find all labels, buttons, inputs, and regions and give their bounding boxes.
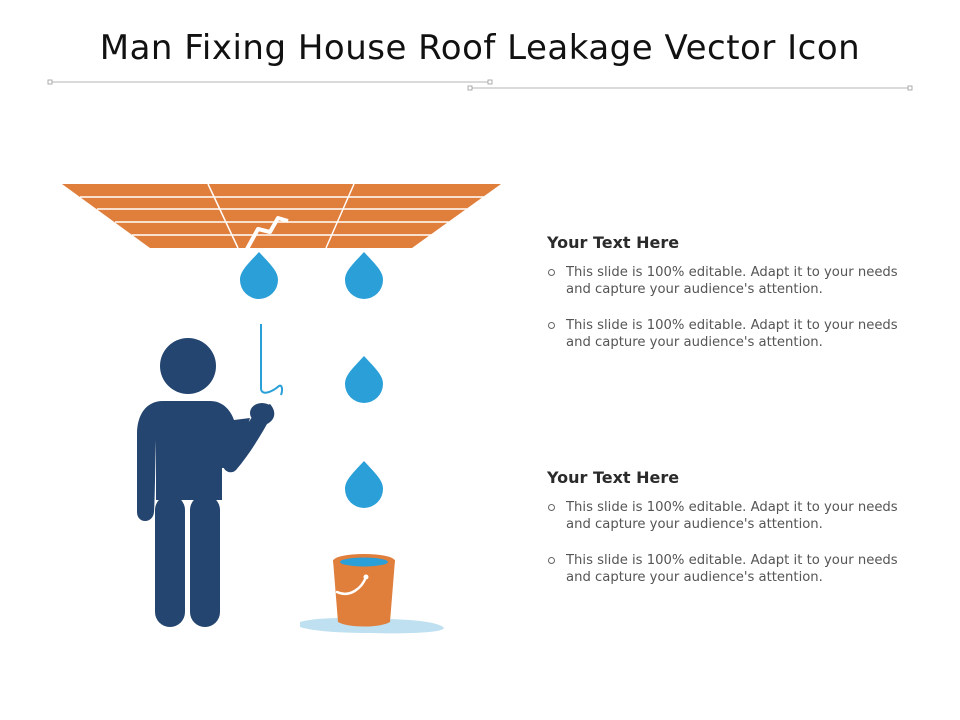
person-icon: [137, 338, 275, 627]
bullet-item: This slide is 100% editable. Adapt it to…: [547, 552, 907, 586]
bullet-text: This slide is 100% editable. Adapt it to…: [566, 265, 898, 297]
bullet-item: This slide is 100% editable. Adapt it to…: [547, 264, 907, 298]
bullet-text: This slide is 100% editable. Adapt it to…: [566, 500, 898, 532]
bullet-dot-icon: [548, 269, 555, 276]
bullet-text: This slide is 100% editable. Adapt it to…: [566, 553, 898, 585]
block-heading: Your Text Here: [547, 233, 680, 252]
water-drop-icon: [345, 356, 383, 403]
water-drop-icon: [345, 461, 383, 508]
text-block-1: Your Text Here This slide is 100% editab…: [547, 233, 907, 370]
roof-icon: [62, 183, 501, 250]
bullet-text: This slide is 100% editable. Adapt it to…: [566, 318, 898, 350]
bullet-dot-icon: [548, 322, 555, 329]
water-drop-icon: [240, 252, 278, 299]
bullet-dot-icon: [548, 504, 555, 511]
text-block-2: Your Text Here This slide is 100% editab…: [547, 468, 907, 605]
page-title: Man Fixing House Roof Leakage Vector Ico…: [99, 28, 861, 68]
block-heading: Your Text Here: [547, 468, 680, 487]
bullet-dot-icon: [548, 557, 555, 564]
water-drop-icon: [345, 252, 383, 299]
bullet-item: This slide is 100% editable. Adapt it to…: [547, 317, 907, 351]
bullet-item: This slide is 100% editable. Adapt it to…: [547, 499, 907, 533]
bucket-icon: [333, 554, 395, 627]
repair-tool-icon: [260, 324, 284, 396]
